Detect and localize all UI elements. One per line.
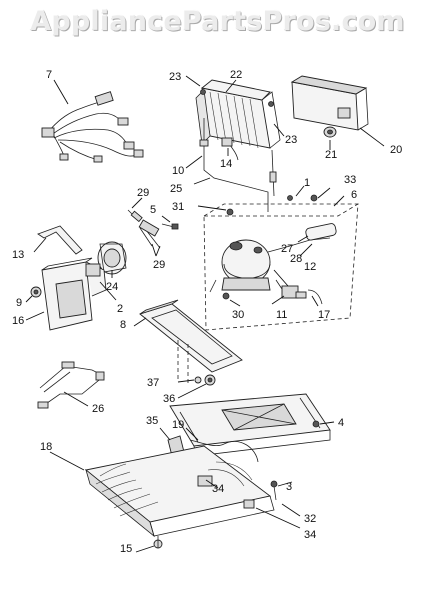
callout-23-left: 23	[169, 71, 181, 83]
callout-5: 5	[150, 204, 156, 216]
compressor-assembly	[197, 185, 359, 331]
callout-29-bottom: 29	[153, 259, 165, 271]
callout-23-right: 23	[285, 134, 297, 146]
callout-2: 2	[117, 303, 123, 315]
drain-tube	[185, 427, 259, 463]
hardware-screws	[127, 197, 179, 257]
callout-21: 21	[325, 149, 337, 161]
callout-31: 31	[172, 201, 184, 213]
callout-13: 13	[12, 249, 24, 261]
callout-14: 14	[220, 158, 232, 170]
callout-34-lower: 34	[304, 529, 316, 541]
callout-10: 10	[172, 165, 184, 177]
callout-37: 37	[147, 377, 159, 389]
callout-labels: 7 23 22 23 20 21 10 14 25 29 1 33 6 5 31…	[12, 69, 402, 555]
base-pan	[169, 393, 335, 457]
callout-35: 35	[146, 415, 158, 427]
callout-15: 15	[120, 543, 132, 555]
callout-18: 18	[40, 441, 52, 453]
callout-3: 3	[286, 481, 292, 493]
callout-22: 22	[230, 69, 242, 81]
callout-27: 27	[281, 243, 293, 255]
wire-harness	[41, 79, 144, 163]
evaporator-cover	[290, 75, 385, 147]
callout-34-upper: 34	[212, 483, 224, 495]
lower-hardware	[135, 475, 301, 553]
wire-26	[37, 361, 105, 409]
callout-32: 32	[304, 513, 316, 525]
drain-trough	[133, 299, 243, 384]
callout-9: 9	[16, 297, 22, 309]
callout-26: 26	[92, 403, 104, 415]
callout-28: 28	[290, 253, 302, 265]
callout-4: 4	[338, 417, 344, 429]
callout-12: 12	[304, 261, 316, 273]
condenser-coil	[185, 75, 285, 149]
callout-17: 17	[318, 309, 330, 321]
callout-19: 19	[172, 419, 184, 431]
callout-7: 7	[46, 69, 52, 81]
condenser	[49, 445, 275, 538]
callout-8: 8	[120, 319, 126, 331]
callout-30: 30	[232, 309, 244, 321]
callout-1: 1	[304, 177, 310, 189]
callout-11: 11	[276, 309, 287, 321]
drain-parts	[177, 374, 216, 399]
callout-33: 33	[344, 174, 356, 186]
callout-36: 36	[163, 393, 175, 405]
callout-16: 16	[12, 315, 24, 327]
fan-motor	[97, 241, 127, 278]
callout-25: 25	[170, 183, 182, 195]
callout-24: 24	[106, 281, 118, 293]
watermark: AppliancePartsPros.com	[30, 6, 405, 37]
strip-13	[33, 225, 83, 255]
suction-tube	[185, 118, 277, 212]
callout-6: 6	[351, 189, 357, 201]
fan-shroud	[25, 257, 117, 331]
callout-29-top: 29	[137, 187, 149, 199]
callout-20: 20	[390, 144, 402, 156]
grommet-21	[323, 126, 337, 150]
